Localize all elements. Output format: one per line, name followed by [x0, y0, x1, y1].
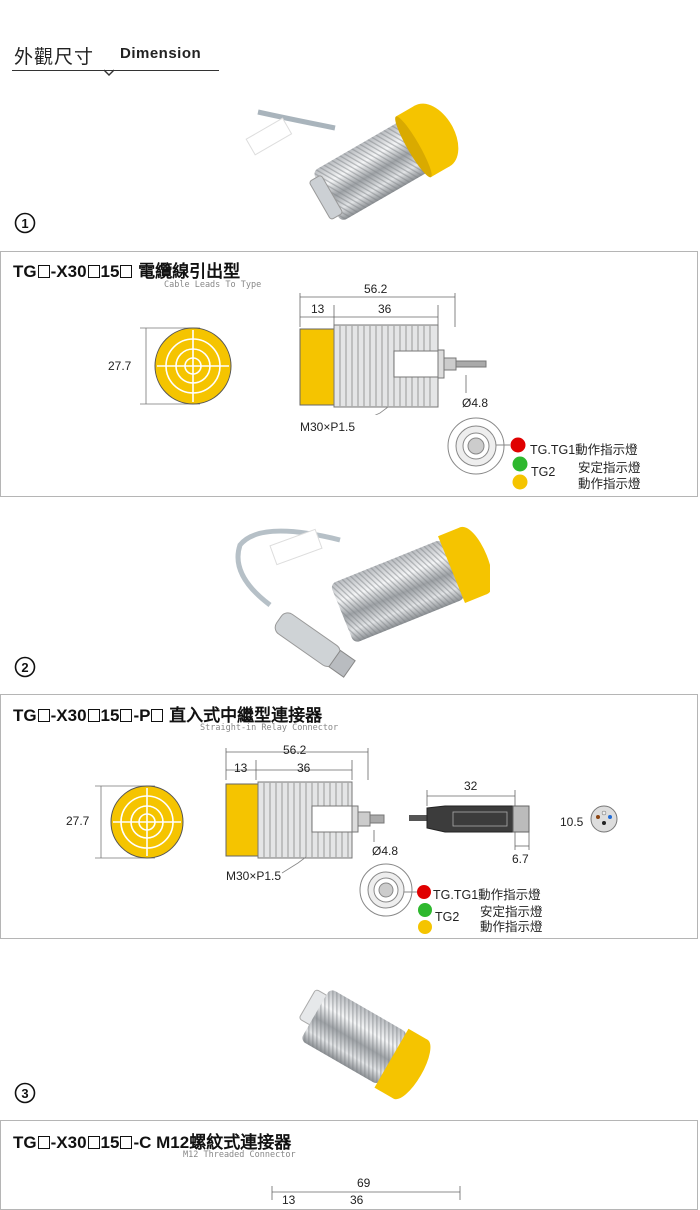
- legend-tg2-1: TG2: [531, 465, 556, 479]
- dim-cap-3: 13: [282, 1193, 296, 1207]
- dim-thread-len-1: 36: [378, 302, 392, 316]
- connector-drawing-2: [409, 790, 530, 850]
- side-view-2: [225, 748, 385, 859]
- dim-diameter-1: 27.7: [108, 359, 132, 373]
- dim-diameter-2: 27.7: [66, 814, 90, 828]
- indicator-leds-1: [512, 456, 528, 490]
- side-view-1: [299, 293, 487, 415]
- section-number-3: 3: [14, 1082, 36, 1110]
- model-subtitle-2: Straight-in Relay Connector: [200, 723, 339, 733]
- section-number-1: 1: [14, 212, 36, 240]
- indicator-diagram-2: [359, 863, 431, 917]
- product-photo-cable: [245, 103, 459, 220]
- dim-thread-1: M30×P1.5: [300, 420, 356, 434]
- indicator-diagram-1: [447, 417, 526, 475]
- legend-tg2-2: TG2: [435, 910, 460, 924]
- dim-cable-2: Ø4.8: [372, 844, 399, 858]
- dim-thread-len-2: 36: [297, 761, 311, 775]
- circled-number-icon: 2: [14, 656, 36, 678]
- product-photo-relay: [235, 526, 490, 678]
- connector-pin-face: [590, 805, 618, 833]
- dim-total-2: 56.2: [283, 743, 307, 757]
- dim-conn-len-2: 32: [464, 779, 478, 793]
- dimension-lines-3: [271, 1186, 461, 1200]
- svg-text:1: 1: [21, 216, 28, 231]
- legend-yellow-2: 動作指示燈: [480, 920, 543, 934]
- dim-conn-tip-2: 6.7: [512, 852, 529, 866]
- dim-cable-1: Ø4.8: [462, 396, 489, 410]
- dim-cap-1: 13: [311, 302, 325, 316]
- svg-text:2: 2: [21, 660, 28, 675]
- dim-total-3: 69: [357, 1176, 371, 1190]
- section-number-2: 2: [14, 656, 36, 684]
- dim-thread-2: M30×P1.5: [226, 869, 282, 883]
- legend-yellow-1: 動作指示燈: [578, 477, 641, 491]
- legend-green-1: 安定指示燈: [578, 461, 641, 475]
- dim-thread-len-3: 36: [350, 1193, 364, 1207]
- model-subtitle-3: M12 Threaded Connector: [183, 1150, 296, 1160]
- front-view-2: [95, 785, 184, 859]
- front-view-1: [140, 327, 232, 405]
- dim-conn-dia-2: 10.5: [560, 815, 584, 829]
- circled-number-icon: 1: [14, 212, 36, 234]
- model-subtitle-1: Cable Leads To Type: [164, 280, 262, 290]
- thread-leader-2: [281, 856, 307, 874]
- legend-red-1: TG.TG1動作指示燈: [530, 443, 638, 457]
- header-underline: [12, 70, 219, 71]
- svg-text:3: 3: [21, 1086, 28, 1101]
- section-title-en: Dimension: [120, 45, 202, 62]
- product-photo-m12: [299, 989, 431, 1100]
- legend-red-2: TG.TG1動作指示燈: [433, 888, 541, 902]
- indicator-leds-2: [418, 903, 432, 934]
- section-title-cn: 外觀尺寸: [14, 47, 95, 68]
- legend-green-2: 安定指示燈: [480, 905, 543, 919]
- header-notch-icon: [104, 69, 114, 76]
- circled-number-icon: 3: [14, 1082, 36, 1104]
- dim-cap-2: 13: [234, 761, 248, 775]
- dim-total-1: 56.2: [364, 282, 388, 296]
